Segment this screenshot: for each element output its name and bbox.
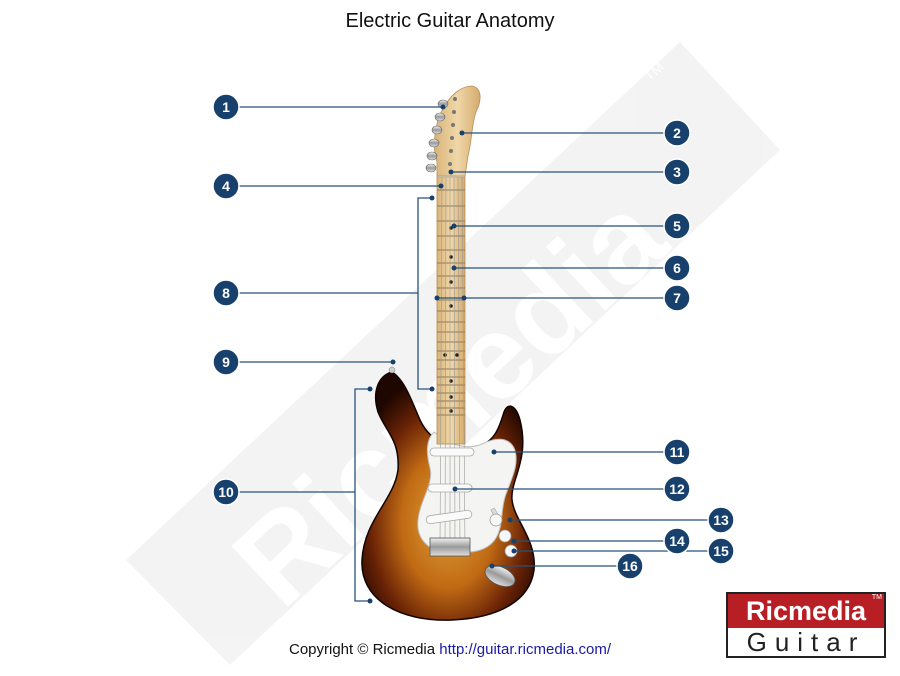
svg-text:11: 11 xyxy=(670,444,685,460)
svg-text:4: 4 xyxy=(222,178,230,194)
svg-text:12: 12 xyxy=(669,481,685,497)
svg-text:16: 16 xyxy=(622,558,638,574)
leader-lines xyxy=(238,106,708,602)
strap-button xyxy=(388,366,396,374)
copyright-text: Copyright © Ricmedia xyxy=(288,641,436,658)
svg-text:1: 1 xyxy=(222,99,230,115)
marker-6: 6 xyxy=(663,254,691,282)
svg-text:14: 14 xyxy=(669,533,685,549)
marker-10: 10 xyxy=(212,478,240,506)
brand-logo[interactable]: Ricmedia TM Guitar xyxy=(726,592,886,658)
logo-tm: TM xyxy=(871,594,882,601)
svg-text:6: 6 xyxy=(673,260,681,276)
page-title: Electric Guitar Anatomy xyxy=(345,10,555,32)
svg-text:13: 13 xyxy=(713,512,729,528)
svg-text:8: 8 xyxy=(222,285,230,301)
marker-2: 2 xyxy=(663,119,691,147)
marker-14: 14 xyxy=(663,527,691,555)
footer: Copyright © Ricmedia http://guitar.ricme… xyxy=(0,641,900,658)
marker-15: 15 xyxy=(707,537,735,565)
svg-text:10: 10 xyxy=(218,484,234,500)
bridge xyxy=(429,537,471,557)
svg-text:5: 5 xyxy=(673,218,681,234)
marker-4: 4 xyxy=(212,172,240,200)
marker-5: 5 xyxy=(663,212,691,240)
marker-8: 8 xyxy=(212,279,240,307)
headstock xyxy=(434,85,481,177)
svg-text:3: 3 xyxy=(673,164,681,180)
marker-1: 1 xyxy=(212,93,240,121)
tuner-posts xyxy=(448,97,457,166)
control-knobs xyxy=(489,513,518,558)
logo-line2: Guitar xyxy=(746,627,866,657)
leader-endpoints xyxy=(367,104,517,604)
marker-9: 9 xyxy=(212,348,240,376)
site-link[interactable]: http://guitar.ricmedia.com/ xyxy=(439,641,612,658)
marker-7: 7 xyxy=(663,284,691,312)
svg-text:15: 15 xyxy=(713,543,729,559)
marker-16: 16 xyxy=(616,552,644,580)
svg-text:7: 7 xyxy=(673,290,681,306)
tuners xyxy=(425,99,449,173)
jack-plate xyxy=(484,565,516,587)
svg-text:2: 2 xyxy=(673,125,681,141)
logo-line1: Ricmedia xyxy=(728,594,884,628)
guitar-illustration xyxy=(361,85,535,621)
marker-12: 12 xyxy=(663,475,691,503)
marker-11: 11 xyxy=(663,438,691,466)
marker-3: 3 xyxy=(663,158,691,186)
svg-text:9: 9 xyxy=(222,354,230,370)
number-markers: 1 2 3 4 5 6 7 8 9 10 11 12 13 14 15 16 xyxy=(212,93,735,580)
pickups xyxy=(425,447,475,525)
marker-13: 13 xyxy=(707,506,735,534)
